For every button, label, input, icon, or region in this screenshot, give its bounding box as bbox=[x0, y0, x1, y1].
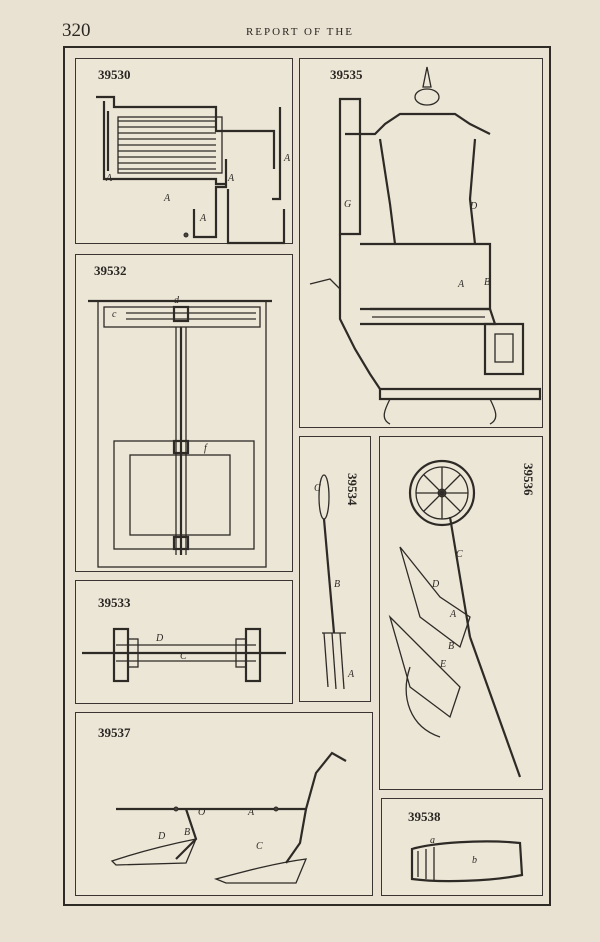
figure-39530-letter: A bbox=[227, 173, 235, 184]
figure-39538-letter: a bbox=[430, 835, 435, 846]
figure-39536-drawing: C D A B E bbox=[388, 459, 522, 778]
figure-39537-label: 39537 bbox=[98, 725, 131, 740]
figure-plate: 39530 A A A A A 39535 bbox=[63, 46, 551, 906]
figure-39533-label: 39533 bbox=[98, 595, 131, 610]
figure-39535-letter: G bbox=[344, 199, 351, 210]
figure-39536-letter: D bbox=[431, 579, 440, 590]
figure-39534-letter: A bbox=[347, 669, 355, 680]
figure-39536-panel: 39536 C D A B E bbox=[379, 436, 543, 790]
figure-39536-letter: E bbox=[439, 659, 446, 670]
figure-39532-panel: 39532 c d f bbox=[75, 254, 293, 572]
figure-39535-letter: D bbox=[469, 201, 478, 212]
figure-39530-letter: A bbox=[199, 213, 207, 224]
figure-39535-panel: 39535 G D A B bbox=[299, 58, 543, 428]
figure-39535-letter: A bbox=[457, 279, 465, 290]
figure-39536-letter: B bbox=[448, 641, 454, 652]
page-number: 320 bbox=[62, 20, 91, 41]
figure-39537-letter: B bbox=[184, 827, 190, 838]
figure-39538-drawing: a b bbox=[410, 835, 524, 883]
figure-39535-drawing: G D A B bbox=[309, 66, 542, 425]
figure-39532-drawing: c d f bbox=[88, 295, 272, 568]
figure-39535-letter: B bbox=[484, 277, 490, 288]
figure-39532-letter: f bbox=[204, 443, 208, 454]
figure-39538-label: 39538 bbox=[408, 809, 441, 824]
figure-39537-drawing: O A D B C bbox=[110, 751, 347, 884]
figure-39533-panel: 39533 D C bbox=[75, 580, 293, 704]
figure-39530-label: 39530 bbox=[98, 67, 131, 82]
figure-39535-label: 39535 bbox=[330, 67, 363, 82]
figure-39536-letter: A bbox=[449, 609, 457, 620]
figure-39537-letter: C bbox=[256, 841, 263, 852]
figure-39530-panel: 39530 A A A A A bbox=[75, 58, 293, 245]
figure-39534-letter: C bbox=[314, 483, 321, 494]
page-header: REPORT OF THE bbox=[245, 26, 355, 38]
figure-39534-letter: B bbox=[334, 579, 340, 590]
figure-39533-letter: D bbox=[155, 633, 164, 644]
figure-39536-letter: C bbox=[456, 549, 463, 560]
figure-39537-letter: A bbox=[247, 807, 255, 818]
figure-39537-letter: D bbox=[157, 831, 166, 842]
figure-39537-panel: 39537 O A D B C bbox=[75, 712, 373, 896]
figure-39530-drawing: A A A A A bbox=[96, 95, 291, 245]
figure-39538-panel: 39538 a b bbox=[381, 798, 543, 896]
figure-39532-letter: d bbox=[174, 295, 180, 306]
figure-39533-drawing: D C bbox=[82, 627, 286, 683]
figure-39530-letter: A bbox=[105, 173, 113, 184]
figure-39533-letter: C bbox=[180, 651, 187, 662]
figure-39538-letter: b bbox=[472, 855, 477, 866]
figure-39532-label: 39532 bbox=[94, 263, 127, 278]
figure-39530-letter: A bbox=[283, 153, 291, 164]
figure-39537-letter: O bbox=[198, 807, 205, 818]
figure-39532-letter: c bbox=[112, 309, 117, 320]
figure-39530-letter: A bbox=[163, 193, 171, 204]
figure-39534-drawing: C B A bbox=[314, 474, 355, 690]
figure-39534-panel: 39534 C B A bbox=[299, 436, 371, 702]
